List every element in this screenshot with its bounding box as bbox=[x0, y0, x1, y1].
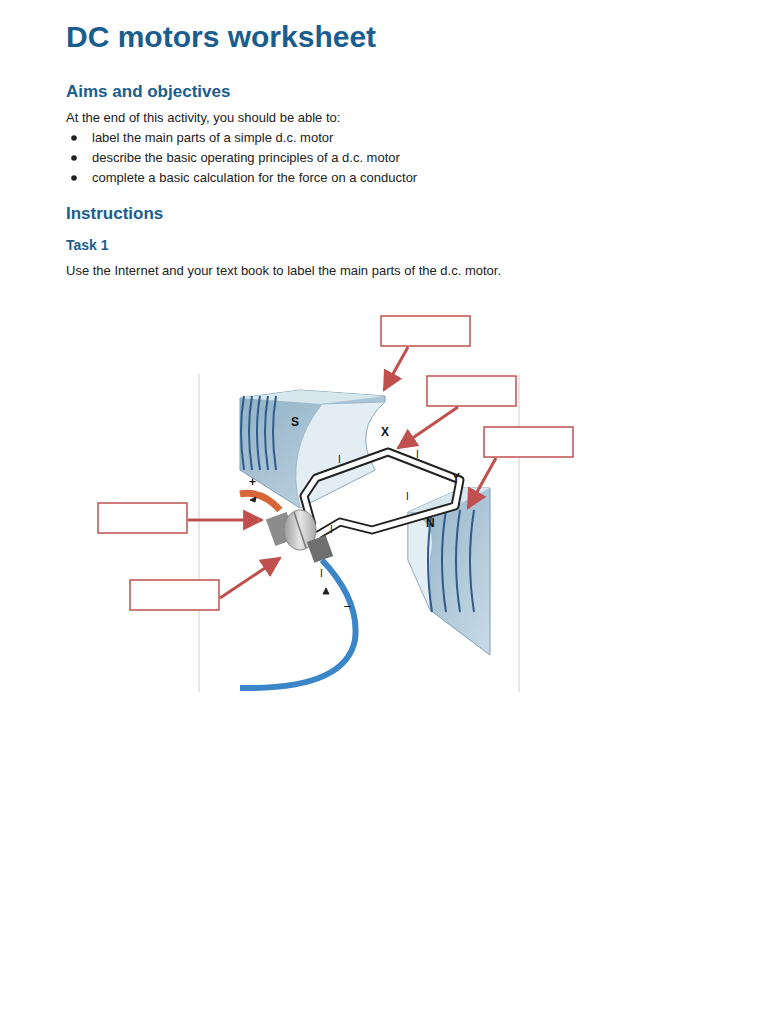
section-heading: Instructions bbox=[66, 204, 163, 224]
point-label: X bbox=[381, 426, 389, 440]
pole-label: N bbox=[426, 517, 435, 531]
current-arrows bbox=[250, 497, 329, 594]
body-text: Use the Internet and your text book to l… bbox=[66, 264, 501, 279]
body-text: At the end of this activity, you should … bbox=[66, 111, 340, 126]
point-label: Y bbox=[452, 472, 460, 486]
bullet-text: label the main parts of a simple d.c. mo… bbox=[92, 131, 333, 146]
negative-wire bbox=[240, 560, 356, 688]
current-label: I bbox=[406, 491, 409, 503]
page-title: DC motors worksheet bbox=[66, 20, 376, 55]
commutator bbox=[266, 510, 333, 563]
current-label: I bbox=[320, 568, 323, 580]
current-label: I bbox=[338, 454, 341, 466]
label-box bbox=[98, 316, 573, 610]
frame-line bbox=[199, 374, 200, 692]
positive-wire bbox=[240, 493, 280, 510]
terminal-sign: + bbox=[249, 476, 256, 490]
field-coil bbox=[428, 510, 474, 612]
bullet-text: describe the basic operating principles … bbox=[92, 151, 400, 166]
bullet-text: complete a basic calculation for the for… bbox=[92, 171, 417, 186]
leader-arrow bbox=[188, 347, 496, 598]
bullet-dots bbox=[71, 135, 77, 181]
field-coil bbox=[241, 396, 276, 470]
terminal-sign: – bbox=[344, 600, 351, 614]
current-label: I bbox=[330, 524, 333, 536]
current-label: I bbox=[416, 449, 419, 461]
armature-coil bbox=[304, 452, 460, 535]
section-heading: Aims and objectives bbox=[66, 82, 230, 102]
frame-line bbox=[519, 374, 520, 692]
pole-label: S bbox=[291, 416, 299, 430]
task-heading: Task 1 bbox=[66, 237, 109, 253]
brush bbox=[307, 535, 333, 563]
